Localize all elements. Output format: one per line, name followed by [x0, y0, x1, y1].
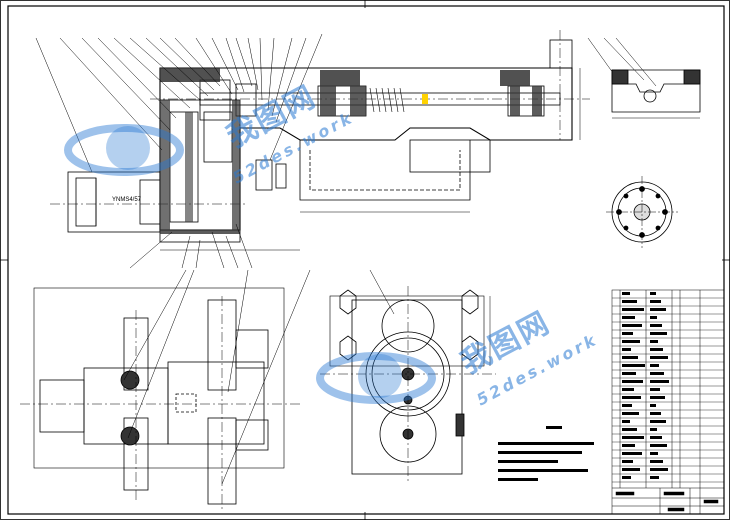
parts-row-text — [622, 452, 642, 455]
parts-row-text — [622, 364, 645, 367]
leader-lines-plan — [123, 269, 311, 485]
parts-row-spec — [650, 468, 668, 471]
parts-row-text — [622, 292, 630, 295]
parts-row-spec — [650, 396, 665, 399]
parts-row-spec — [650, 364, 659, 367]
rail-section-detail — [611, 69, 701, 119]
parts-row-spec — [650, 316, 657, 319]
parts-row-spec — [650, 452, 658, 455]
parts-row-spec — [650, 356, 668, 359]
parts-row-text — [622, 348, 631, 351]
leader-lines-top — [35, 33, 657, 269]
watermark-globe-icon-bottom — [316, 352, 436, 404]
parts-list-rows — [612, 292, 724, 483]
parts-row-spec — [650, 476, 659, 479]
parts-row-text — [622, 404, 632, 407]
parts-row-text — [622, 476, 631, 479]
parts-row-spec — [650, 380, 669, 383]
parts-row-text — [622, 460, 633, 463]
watermark-globe-icon-top — [64, 124, 184, 176]
parts-row-spec — [650, 444, 667, 447]
parts-row-text — [622, 468, 640, 471]
parts-row-text — [622, 388, 634, 391]
parts-row-spec — [650, 428, 657, 431]
parts-row-spec — [650, 412, 661, 415]
parts-row-text — [622, 300, 637, 303]
parts-row-text — [622, 372, 636, 375]
motor-label: YNMS4/57 — [112, 197, 142, 203]
technical-notes — [498, 426, 594, 481]
plan-view — [20, 287, 300, 512]
parts-row-text — [622, 308, 644, 311]
parts-row-text — [622, 324, 642, 327]
parts-row-text — [622, 428, 637, 431]
parts-row-text — [622, 412, 639, 415]
parts-row-spec — [650, 300, 661, 303]
section-hatching — [160, 68, 542, 234]
flange-circle-view — [606, 176, 678, 248]
parts-row-spec — [650, 460, 663, 463]
parts-row-text — [622, 420, 630, 423]
parts-row-text — [622, 356, 638, 359]
parts-row-spec — [650, 372, 664, 375]
parts-row-text — [622, 316, 635, 319]
parts-row-text — [622, 444, 635, 447]
parts-row-spec — [650, 332, 667, 335]
parts-row-spec — [650, 436, 662, 439]
parts-row-spec — [650, 308, 666, 311]
shaft-highlight-marker — [422, 94, 428, 104]
parts-row-text — [622, 396, 641, 399]
parts-row-spec — [650, 388, 660, 391]
parts-row-text — [622, 380, 643, 383]
parts-row-spec — [650, 324, 662, 327]
parts-row-spec — [650, 340, 658, 343]
parts-row-spec — [650, 292, 656, 295]
parts-row-text — [622, 436, 644, 439]
parts-row-spec — [650, 348, 663, 351]
end-view — [320, 286, 496, 484]
title-block — [612, 488, 724, 514]
parts-row-spec — [650, 404, 656, 407]
leader-lines-end — [369, 269, 395, 315]
parts-row-text — [622, 340, 640, 343]
parts-row-spec — [650, 420, 666, 423]
parts-row-text — [622, 332, 633, 335]
